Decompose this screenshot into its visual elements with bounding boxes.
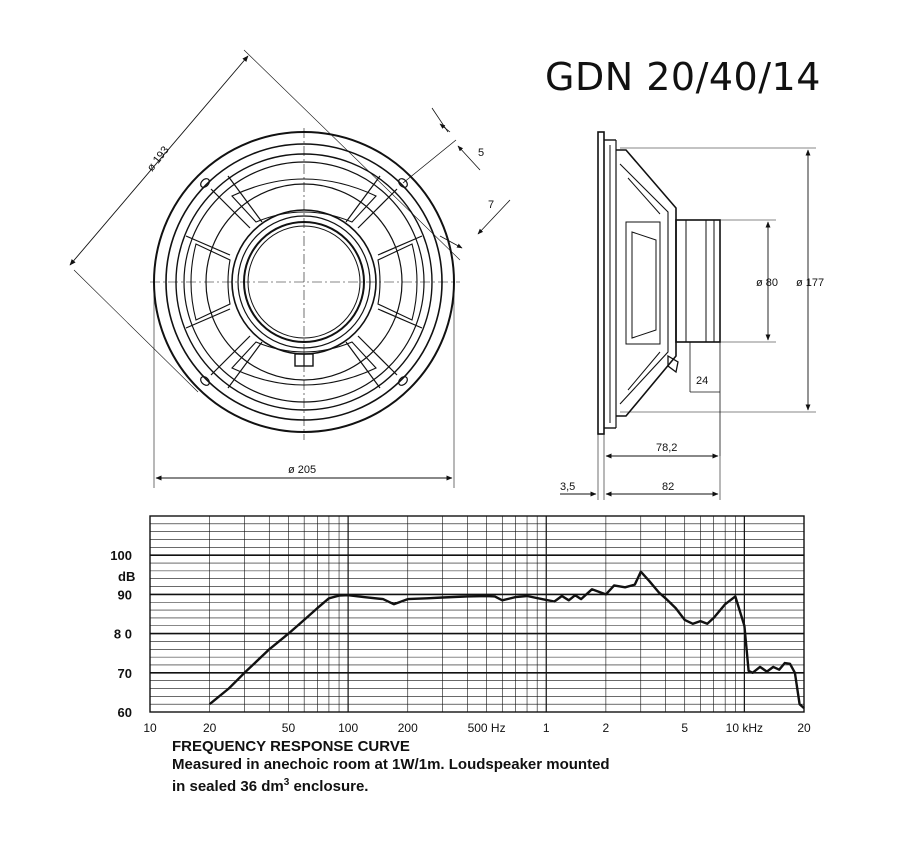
mounting-hole <box>200 376 210 386</box>
magnet <box>675 219 721 343</box>
x-tick-label: 10 kHz <box>726 721 763 735</box>
front-view <box>150 128 460 440</box>
model-title: GDN 20/40/14 <box>545 55 821 99</box>
dimension-78-2 <box>603 434 719 500</box>
x-tick-label: 200 <box>398 721 418 735</box>
caption: FREQUENCY RESPONSE CURVE Measured in ane… <box>172 738 812 796</box>
x-tick-label: 20 <box>203 721 217 735</box>
dimension-205 <box>153 282 455 488</box>
y-axis-label: dB <box>118 569 135 584</box>
y-tick-label: 70 <box>118 666 132 681</box>
label-magnet-depth-24: 24 <box>696 375 708 387</box>
chart-grid-major <box>150 516 804 712</box>
dimension-flange <box>402 107 511 249</box>
chart-frame <box>149 515 805 713</box>
caption-superscript: 3 <box>283 777 290 788</box>
caption-line-2-text: in sealed 36 dm <box>172 778 284 795</box>
side-view <box>597 131 721 435</box>
x-tick-label: 50 <box>282 721 296 735</box>
x-tick-label: 5 <box>681 721 688 735</box>
x-tick-label: 100 <box>338 721 358 735</box>
label-diameter-205: ø 205 <box>288 464 316 476</box>
dimension-177 <box>620 147 816 413</box>
x-tick-label: 500 Hz <box>468 721 506 735</box>
caption-line-2: in sealed 36 dm3 enclosure. <box>172 774 812 796</box>
x-tick-label: 2 <box>603 721 610 735</box>
y-tick-label: 90 <box>118 587 132 602</box>
frequency-response-chart: 10 20 50 100 200 500 Hz 1 2 5 10 kHz 20 60 70 8 0 90 1… <box>110 515 811 735</box>
y-tick-label: 100 <box>110 548 132 563</box>
dimension-82 <box>560 434 721 500</box>
label-diameter-193: ø 193 <box>145 144 172 174</box>
label-depth-78-2: 78,2 <box>656 442 677 454</box>
label-diameter-177: ø 177 <box>796 277 824 289</box>
mounting-hole <box>398 376 408 386</box>
chart-grid <box>150 516 804 712</box>
caption-line-1: Measured in anechoic room at 1W/1m. Loud… <box>172 756 610 773</box>
label-flange-5: 5 <box>478 147 484 159</box>
y-tick-label: 60 <box>118 705 132 720</box>
dimension-24 <box>689 342 721 456</box>
y-tick-label: 8 0 <box>114 627 132 642</box>
x-tick-label: 20 <box>797 721 811 735</box>
caption-title: FREQUENCY RESPONSE CURVE <box>172 738 410 755</box>
label-flange-3-5: 3,5 <box>560 481 575 493</box>
mounting-hole <box>200 178 210 188</box>
dimension-80 <box>720 219 776 343</box>
label-total-depth-82: 82 <box>662 481 674 493</box>
label-diameter-80: ø 80 <box>756 277 778 289</box>
x-tick-label: 1 <box>543 721 550 735</box>
response-curve <box>208 570 805 709</box>
x-tick-label: 10 <box>143 721 157 735</box>
dimension-diag-193 <box>69 49 461 393</box>
caption-line-2-end: enclosure. <box>289 778 369 795</box>
label-flange-7: 7 <box>488 199 494 211</box>
dust-cap <box>243 221 365 343</box>
